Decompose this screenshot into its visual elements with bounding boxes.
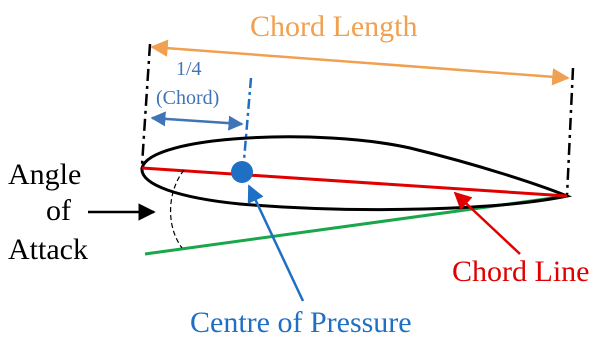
quarter-chord-label: (Chord) xyxy=(156,87,219,109)
angle-of-attack-arc xyxy=(170,169,185,249)
leading-edge-reference-line xyxy=(140,43,152,166)
chord-length-arrow xyxy=(150,39,570,86)
chord-line-pointer-arrow xyxy=(453,191,521,255)
angle-of-attack-label-line2: of xyxy=(46,194,71,227)
angle-of-attack-label-line1: Angle xyxy=(8,158,81,191)
trailing-edge-reference-line xyxy=(565,67,575,197)
angle-of-attack-label-line3: Attack xyxy=(8,233,88,266)
chord-line xyxy=(141,166,568,198)
chord-length-label: Chord Length xyxy=(250,10,417,43)
chord-line-label: Chord Line xyxy=(452,255,589,288)
quarter-chord-fraction-label: 1/4 xyxy=(176,58,202,80)
centre-of-pressure-dot xyxy=(231,161,253,183)
centre-of-pressure-label: Centre of Pressure xyxy=(190,306,412,339)
quarter-chord-dashed-line xyxy=(241,77,253,173)
quarter-chord-arrow xyxy=(150,111,244,131)
centre-of-pressure-pointer-arrow xyxy=(247,184,305,302)
